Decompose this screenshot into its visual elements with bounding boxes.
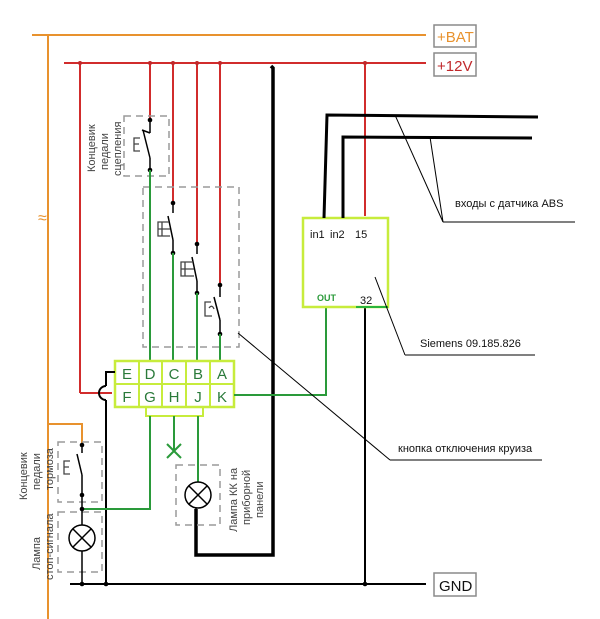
gnd-junctions <box>79 581 368 587</box>
pin-32-label: 32 <box>360 295 372 307</box>
pin-B: B <box>193 366 203 383</box>
clutch-switch <box>123 115 170 177</box>
brake-lamp-label: Лампа стоп-сигнала <box>31 513 56 580</box>
pin-C: C <box>169 366 180 383</box>
v12-rail <box>64 62 426 394</box>
svg-text:Лампа КК на: Лампа КК на <box>228 467 240 532</box>
pin-J: J <box>194 389 202 406</box>
svg-text:Концевик: Концевик <box>86 124 98 172</box>
svg-text:педали: педали <box>99 133 111 170</box>
v12-label: +12V <box>437 58 472 75</box>
cruise-off-callout: кнопка отключения круиза <box>398 443 533 455</box>
pin-out-label: OUT <box>317 293 337 303</box>
connector-block: E D C B A F G H J K <box>113 359 236 417</box>
svg-text:стоп-сигнала: стоп-сигнала <box>44 513 56 580</box>
abs-input-wires <box>322 113 539 219</box>
svg-text:Концевик: Концевик <box>18 452 30 500</box>
pin-A: A <box>217 366 227 383</box>
svg-text:сцепления: сцепления <box>112 121 124 176</box>
v12-label-box: +12V <box>433 52 477 77</box>
bat-rail <box>32 34 426 619</box>
brake-lamp <box>57 495 103 584</box>
connector-output-wires <box>82 307 327 510</box>
pin-in1-label: in1 <box>310 229 325 241</box>
pin-E: E <box>122 366 132 383</box>
svg-text:Лампа: Лампа <box>31 536 43 570</box>
wire-break-icon: ≈ <box>38 210 47 227</box>
svg-text:педали: педали <box>31 453 43 490</box>
brake-pedal-switch <box>48 423 103 503</box>
svg-text:тормоза: тормоза <box>44 447 56 490</box>
pin-D: D <box>145 366 156 383</box>
cruise-lamp <box>175 464 221 555</box>
siemens-module: in1 in2 15 OUT 32 <box>301 216 390 309</box>
svg-text:приборной: приборной <box>241 470 253 525</box>
pin-G: G <box>144 389 156 406</box>
cruise-lamp-label: Лампа КК на приборной панели <box>228 467 266 532</box>
abs-inputs-callout: входы с датчика ABS <box>455 198 563 210</box>
gnd-label-box: GND <box>433 572 477 597</box>
brake-switch-cluster <box>142 170 240 362</box>
svg-text:панели: панели <box>254 482 266 518</box>
pin-in2-label: in2 <box>330 229 345 241</box>
pin-H: H <box>169 389 180 406</box>
callout-leaders <box>237 114 575 461</box>
brake-switch-label: Концевик педали тормоза <box>18 447 56 500</box>
pin-F: F <box>122 389 131 406</box>
pin-K: K <box>217 389 227 406</box>
clutch-switch-label: Концевик педали сцепления <box>86 121 124 176</box>
pin-15-label: 15 <box>355 229 367 241</box>
bat-label-box: +BAT <box>433 24 477 48</box>
gnd-label: GND <box>439 578 473 595</box>
bat-label: +BAT <box>437 29 474 46</box>
module-name-callout: Siemens 09.185.826 <box>420 338 521 350</box>
e-pin-ground-wire <box>98 371 115 584</box>
h-pin-unused-x-icon <box>166 443 182 459</box>
v12-junctions <box>78 61 367 65</box>
